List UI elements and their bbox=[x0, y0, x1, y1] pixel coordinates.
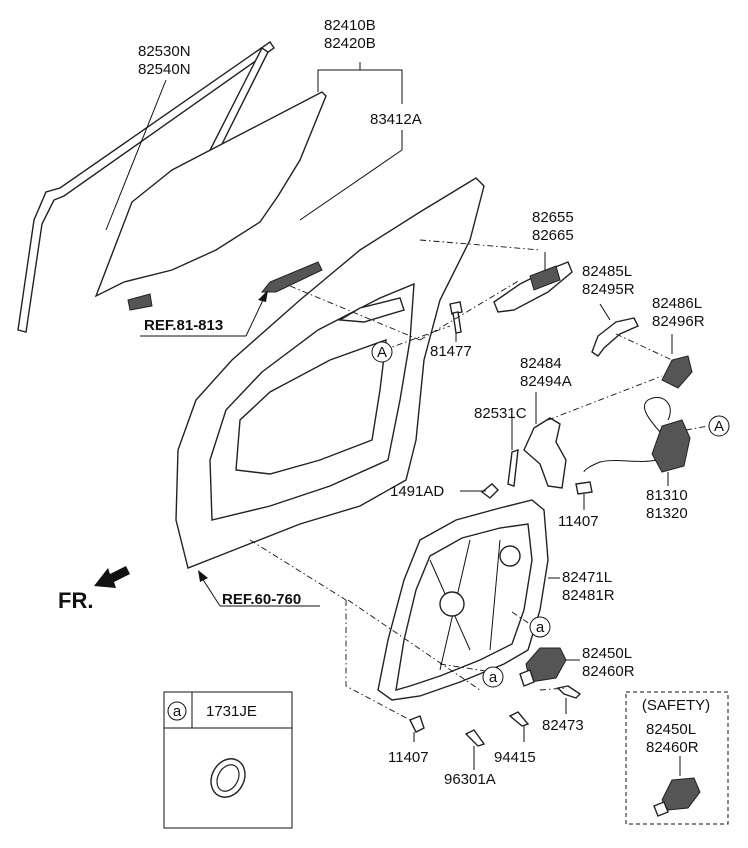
svg-text:a: a bbox=[489, 669, 498, 686]
label-fr: FR. bbox=[58, 588, 93, 613]
handle-cover-part bbox=[591, 317, 693, 389]
safety-part-82450l: 82450L bbox=[646, 721, 696, 738]
label-81320: 81320 bbox=[646, 505, 688, 522]
label-82473: 82473 bbox=[542, 717, 584, 734]
safety-part-82460r: 82460R bbox=[646, 739, 699, 756]
label-82494a: 82494A bbox=[520, 373, 572, 390]
label-81477: 81477 bbox=[430, 343, 472, 360]
callout-a-lower: a bbox=[482, 666, 504, 688]
dash-connectors bbox=[249, 239, 709, 721]
door-glass-part bbox=[94, 91, 327, 311]
label-82530n: 82530N bbox=[138, 43, 191, 60]
label-82486l: 82486L bbox=[652, 295, 702, 312]
label-82665: 82665 bbox=[532, 227, 574, 244]
svg-text:A: A bbox=[714, 418, 724, 435]
bolt-11407-upper-part bbox=[575, 481, 593, 495]
handle-base-part bbox=[507, 417, 567, 489]
bolt-94415-part bbox=[508, 711, 530, 727]
bolt-11407-lower-part bbox=[409, 715, 425, 733]
label-82420b: 82420B bbox=[324, 35, 376, 52]
label-82481r: 82481R bbox=[562, 587, 615, 604]
label-1491ad: 1491AD bbox=[390, 483, 444, 500]
label-96301a: 96301A bbox=[444, 771, 496, 788]
svg-text:a: a bbox=[536, 619, 545, 636]
label-82460r: 82460R bbox=[582, 663, 635, 680]
label-82410b: 82410B bbox=[324, 17, 376, 34]
bolt-82473-part bbox=[556, 685, 582, 699]
callout-A-right: A bbox=[708, 415, 730, 437]
label-82496r: 82496R bbox=[652, 313, 705, 330]
label-83412a: 83412A bbox=[370, 111, 422, 128]
label-11407-upper: 11407 bbox=[558, 513, 599, 530]
clip-1491ad-part bbox=[480, 483, 499, 499]
label-82655: 82655 bbox=[532, 209, 574, 226]
safety-box: (SAFETY) 82450L 82460R bbox=[625, 691, 729, 825]
outside-handle-part bbox=[493, 261, 573, 313]
safety-motor-part bbox=[653, 777, 701, 817]
bolt-81477-part bbox=[449, 301, 463, 334]
label-82485l: 82485L bbox=[582, 263, 632, 280]
label-82471l: 82471L bbox=[562, 569, 612, 586]
label-82540n: 82540N bbox=[138, 61, 191, 78]
label-82484: 82484 bbox=[520, 355, 562, 372]
label-11407-lower: 11407 bbox=[388, 749, 429, 766]
latch-actuator-part bbox=[583, 397, 691, 473]
callout-A-left: A bbox=[371, 341, 393, 363]
svg-text:A: A bbox=[377, 344, 387, 361]
legend-part: 1731JE bbox=[206, 703, 257, 720]
label-82531c: 82531C bbox=[474, 405, 527, 422]
safety-title: (SAFETY) bbox=[642, 697, 710, 714]
grommet-part bbox=[210, 758, 246, 798]
window-motor-part bbox=[519, 647, 567, 687]
label-82450l: 82450L bbox=[582, 645, 632, 662]
door-panel-part bbox=[175, 177, 485, 569]
callout-a-upper: a bbox=[529, 616, 551, 638]
leader-lines bbox=[105, 62, 673, 770]
label-81310: 81310 bbox=[646, 487, 688, 504]
legend-box: a 1731JE bbox=[163, 691, 293, 829]
label-ref-60-760: REF.60-760 bbox=[222, 591, 301, 608]
ref-81-813-arrow bbox=[140, 290, 268, 337]
front-direction-arrow bbox=[94, 566, 130, 588]
bolt-96301a-part bbox=[464, 729, 486, 747]
legend-key: a bbox=[173, 703, 182, 720]
ref-60-760-arrow bbox=[198, 570, 320, 607]
label-82495r: 82495R bbox=[582, 281, 635, 298]
label-94415: 94415 bbox=[494, 749, 536, 766]
label-ref-81-813: REF.81-813 bbox=[144, 317, 223, 334]
regulator-part bbox=[377, 499, 549, 701]
